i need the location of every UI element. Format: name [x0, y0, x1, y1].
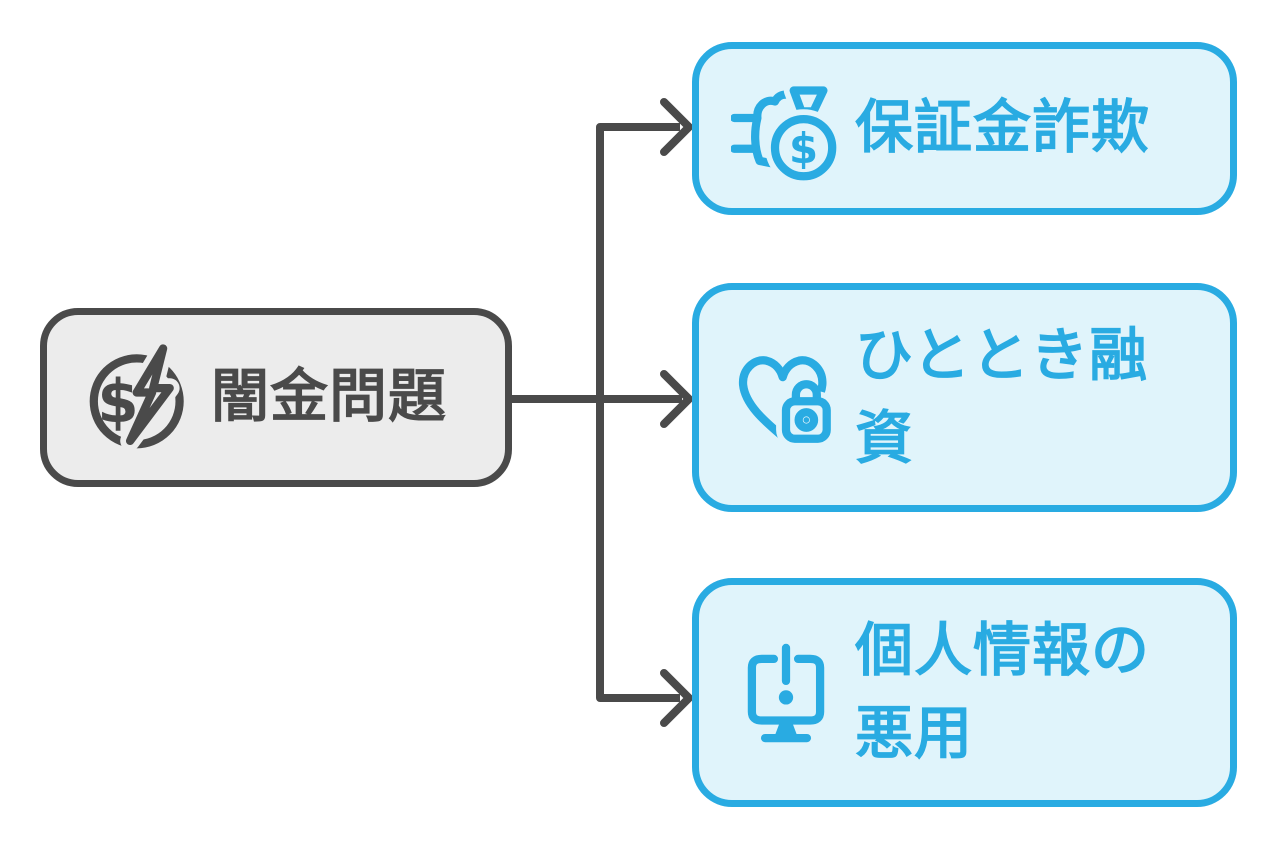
- svg-text:$: $: [789, 124, 818, 173]
- arrowhead-top: [660, 98, 693, 156]
- node-branch-guarantee-fraud: $ 保証金詐欺: [692, 42, 1237, 215]
- arrowhead-middle: [660, 370, 693, 428]
- branch-node-label: ひととき融資: [855, 323, 1149, 471]
- node-root: $ 闇金問題: [40, 308, 512, 487]
- dollar-lightning-icon: $: [89, 341, 184, 451]
- connector-branch-bottom: [596, 399, 680, 702]
- branch-node-label: 個人情報の悪用: [855, 618, 1151, 766]
- heart-lock-icon: [738, 355, 837, 449]
- connector-branch-top: [596, 123, 680, 399]
- root-node-label: 闇金問題: [211, 364, 448, 430]
- arrowhead-bottom: [660, 669, 693, 727]
- money-bag-hand-icon: $: [731, 80, 841, 185]
- node-branch-hitotoki-loan: ひととき融資: [692, 283, 1237, 512]
- monitor-alert-icon: [747, 643, 825, 742]
- branch-node-label: 保証金詐欺: [855, 95, 1151, 161]
- node-branch-personal-info-misuse: 個人情報の悪用: [692, 578, 1237, 807]
- svg-text:$: $: [97, 368, 138, 437]
